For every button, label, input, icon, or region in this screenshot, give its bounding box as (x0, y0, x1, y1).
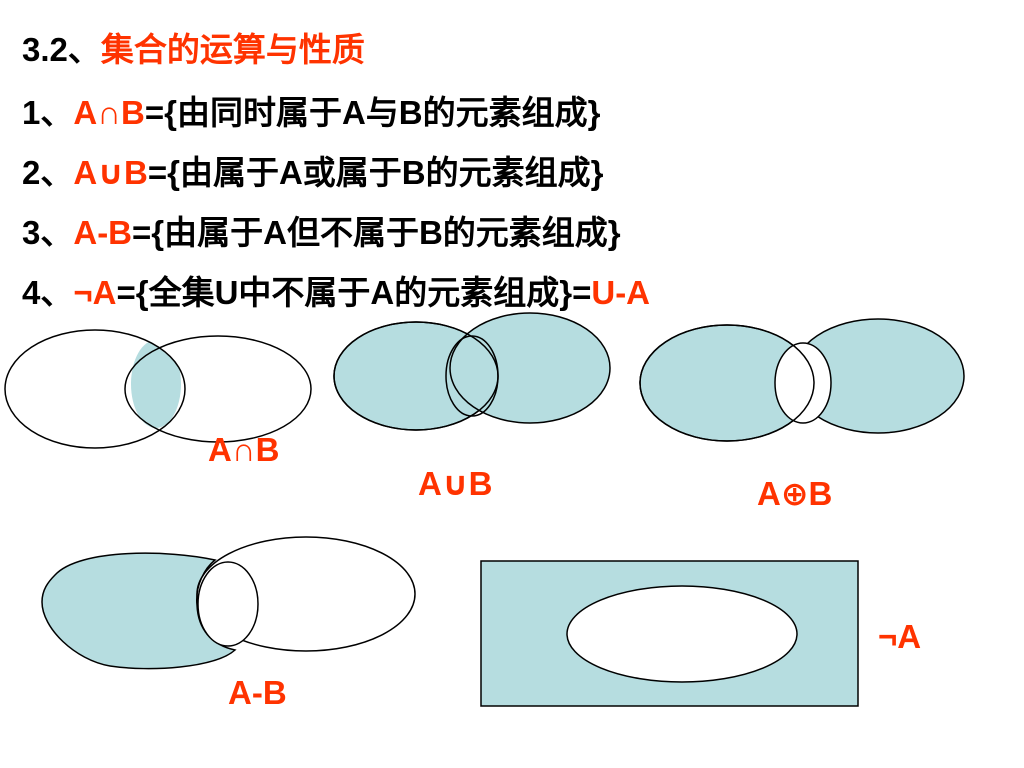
venn-symmetric-difference (639, 318, 965, 442)
rule-index: 2、 (22, 154, 74, 191)
rule-body: ={由同时属于A与B的元素组成} (144, 94, 601, 131)
rule-operator: A-B (73, 214, 133, 251)
rule-index: 4、 (22, 274, 74, 311)
rule-intersection: 1、A∩B={由同时属于A与B的元素组成} (22, 93, 600, 133)
label-intersection: A∩B (208, 431, 280, 468)
heading-number: 3.2、 (22, 31, 101, 68)
intersection-hole (774, 342, 832, 424)
venn-union (333, 312, 611, 431)
rule-body: ={由属于A或属于B的元素组成} (147, 154, 604, 191)
rule-tail: U-A (591, 274, 651, 311)
set-b-shape (449, 312, 611, 424)
heading: 3.2、集合的运算与性质 (22, 30, 365, 70)
heading-title: 集合的运算与性质 (100, 31, 365, 68)
rule-operator: A∪B (73, 154, 148, 191)
venn-complement (480, 560, 859, 707)
set-a-outline (639, 324, 815, 442)
set-a-outline (4, 329, 186, 449)
rule-difference: 3、A-B={由属于A但不属于B的元素组成} (22, 213, 621, 253)
overlap-hole-outline (197, 561, 259, 647)
label-difference: A-B (228, 674, 287, 711)
rule-operator: ¬A (73, 274, 117, 311)
label-symmetric-difference: A⊕B (757, 475, 833, 512)
label-union: A∪B (418, 465, 493, 502)
rule-index: 1、 (22, 94, 74, 131)
set-a-minus-b-region (41, 552, 237, 670)
rule-body: ={全集U中不属于A的元素组成}= (116, 274, 592, 311)
venn-difference (41, 536, 416, 670)
set-a-hole (566, 585, 798, 683)
venn-intersection (4, 329, 312, 449)
set-b-outline (196, 536, 416, 652)
set-b-outline (124, 335, 312, 443)
rule-complement: 4、¬A={全集U中不属于A的元素组成}=U-A (22, 273, 650, 313)
overlap-outline (445, 335, 499, 417)
rule-union: 2、A∪B={由属于A或属于B的元素组成} (22, 153, 603, 193)
rule-operator: A∩B (73, 94, 145, 131)
label-complement: ¬A (878, 618, 922, 655)
intersection-region (131, 340, 181, 428)
rule-body: ={由属于A但不属于B的元素组成} (132, 214, 621, 251)
rule-index: 3、 (22, 214, 74, 251)
